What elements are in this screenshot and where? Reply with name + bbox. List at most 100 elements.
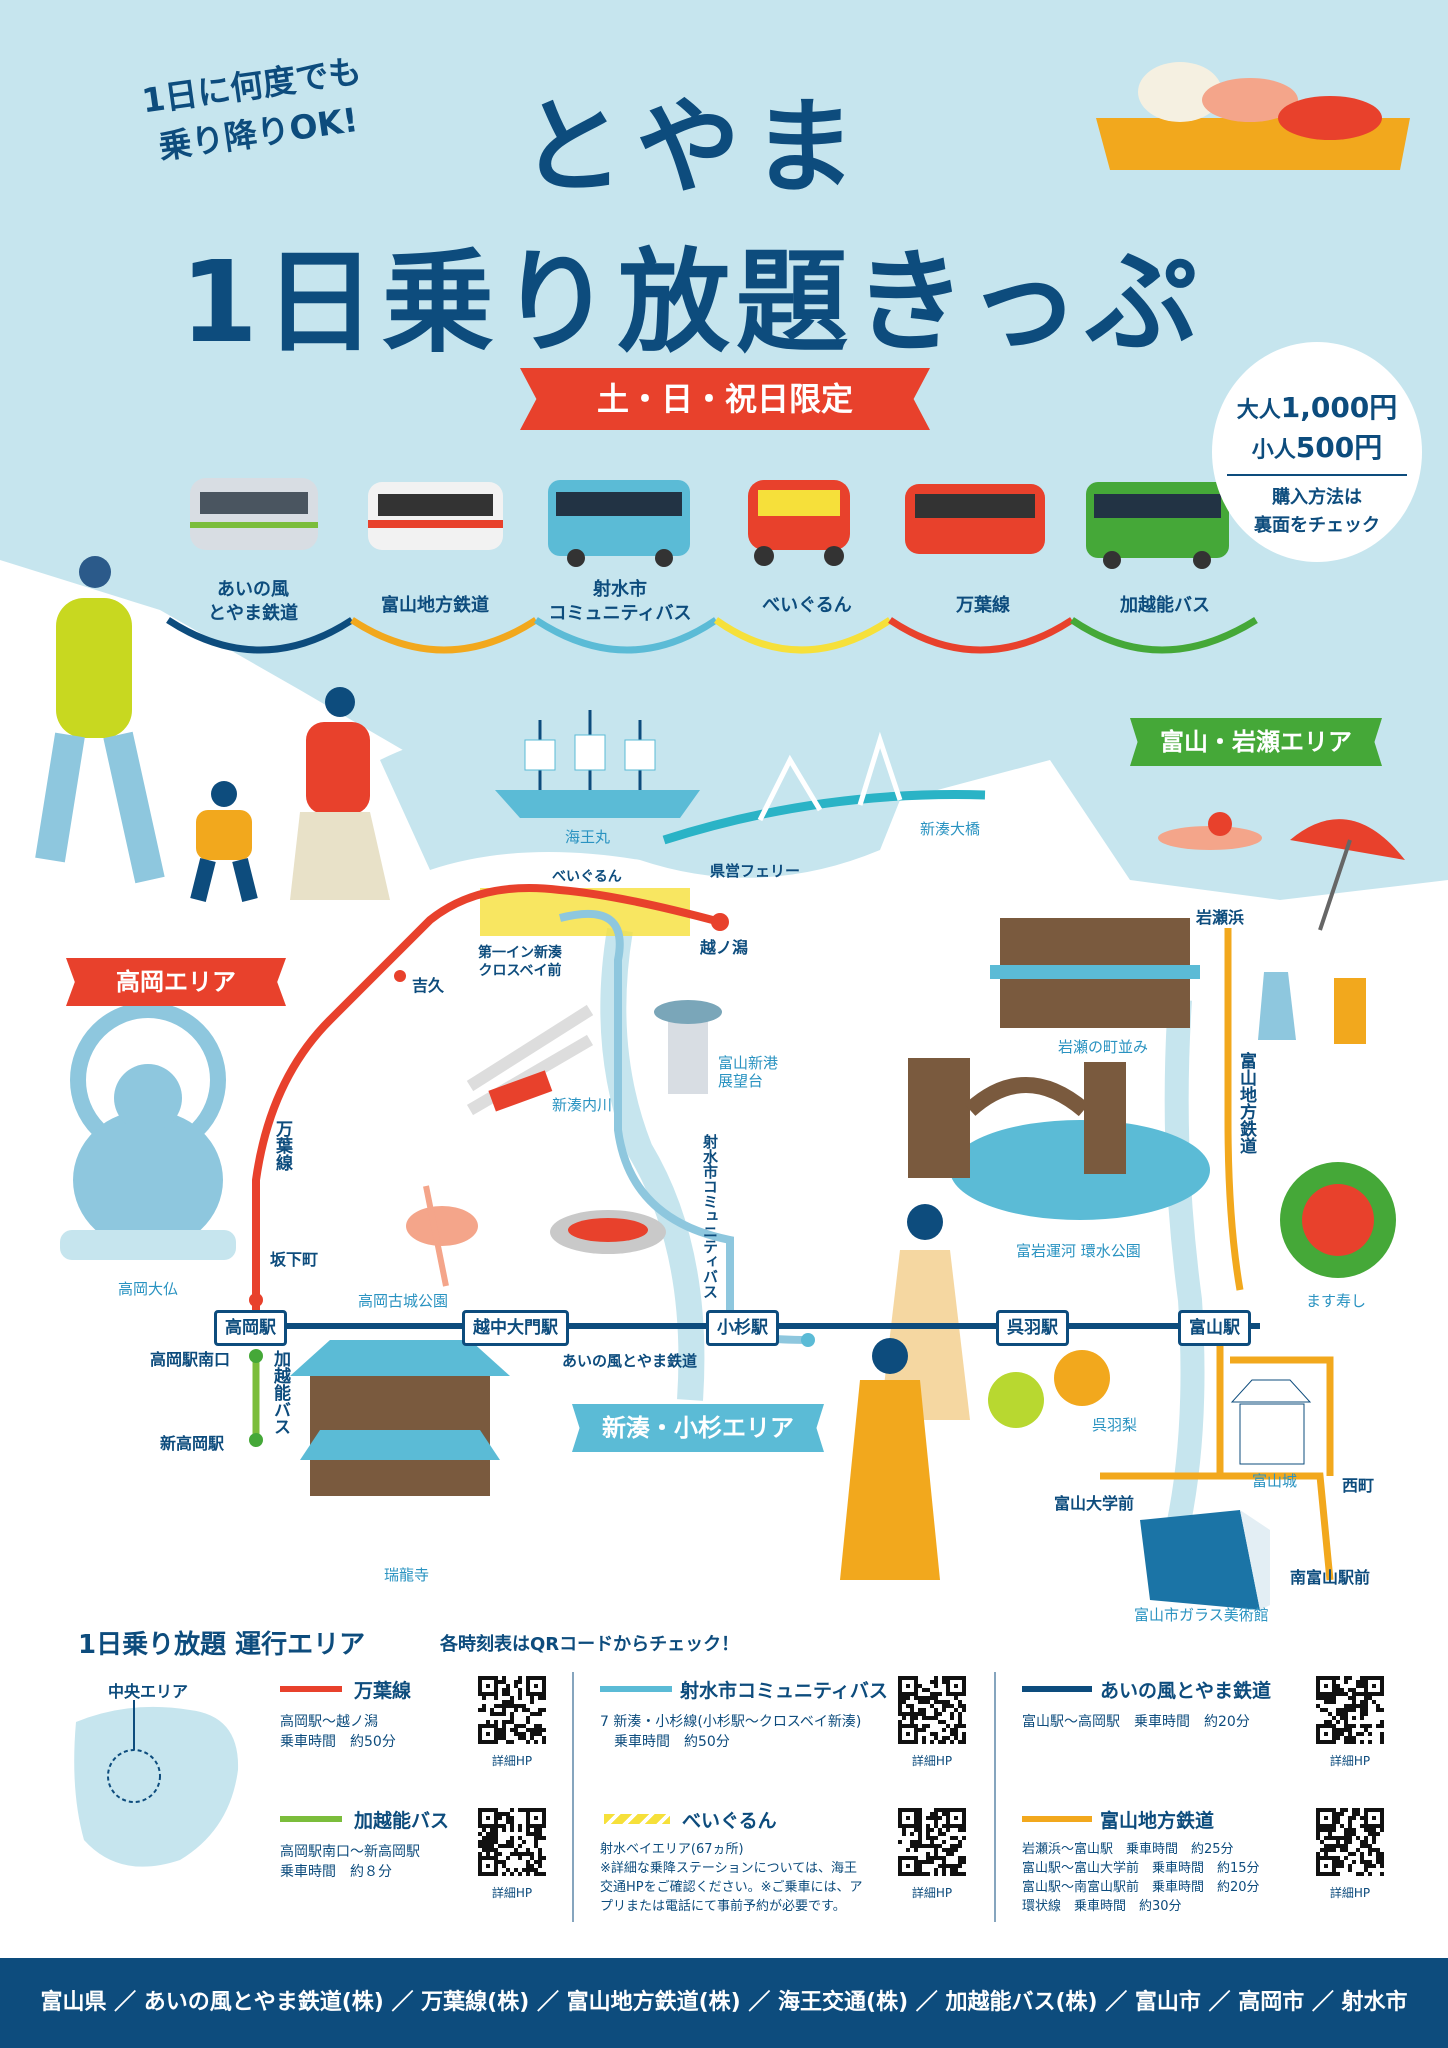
route-text-chitetsu: 岩瀬浜～富山駅 乗車時間 約25分 富山駅～富山大学前 乗車時間 約15分 富山…	[1022, 1842, 1260, 1914]
place-takaoka-kojo: 高岡古城公園	[358, 1292, 449, 1310]
area-banner-shinminato-kosugi: 新湊・小杉エリア	[572, 1404, 824, 1452]
price-adult: 大人1,000円	[1236, 391, 1398, 424]
route-name-imizu: 射水市コミュニティバス	[680, 1680, 888, 1702]
shinminato-bridge	[662, 731, 986, 845]
kimono-women-illustration	[840, 1204, 970, 1580]
qr-code-imizu[interactable]	[898, 1676, 966, 1744]
lighthouse-illustration	[654, 1000, 722, 1094]
info-background	[0, 1610, 1448, 1958]
central-area-label: 中央エリア	[108, 1682, 189, 1701]
vehicle-label-beigurun: べいぐるん	[762, 595, 852, 616]
legend-chitetsu-line	[1022, 1816, 1092, 1822]
legend-kaetsuno-line	[280, 1816, 342, 1822]
price-child: 小人500円	[1251, 431, 1383, 464]
station-takaoka: 高岡駅	[214, 1310, 287, 1346]
line-label-imizu-bus: 射水市コミュニティバス	[701, 1134, 719, 1299]
qr-caption-chitetsu[interactable]: 詳細HP	[1329, 1886, 1371, 1900]
family-illustration	[35, 556, 390, 902]
manyo-line	[252, 884, 722, 1326]
legend-manyo-line	[280, 1686, 342, 1692]
place-glass-museum: 富山市ガラス美術館	[1134, 1606, 1269, 1624]
label-shin-takaoka: 新高岡駅	[160, 1434, 225, 1453]
toyama-castle-illustration	[1230, 1379, 1312, 1465]
legend-beigurun-area	[604, 1814, 670, 1824]
route-name-ainokaze: あいの風とやま鉄道	[1100, 1680, 1272, 1702]
sushi-illustration	[1096, 62, 1410, 170]
qr-caption-beigurun[interactable]: 詳細HP	[911, 1886, 953, 1900]
label-beigurun: べいぐるん	[552, 869, 622, 885]
place-takaoka-daibutsu: 高岡大仏	[118, 1280, 179, 1298]
pear-illustration	[988, 1350, 1110, 1428]
info-divider-2	[994, 1672, 996, 1922]
place-fugan-canal: 富岩運河 環水公園	[1016, 1242, 1141, 1260]
harbor-illustration	[466, 1004, 594, 1116]
chitetsu-line	[1100, 928, 1334, 1581]
zuiryuji-illustration	[290, 1340, 510, 1496]
label-toyama-univ: 富山大学前	[1054, 1494, 1135, 1513]
area-banner-toyama-iwase: 富山・岩瀬エリア	[1130, 718, 1382, 766]
label-iwasehama: 岩瀬浜	[1196, 908, 1245, 927]
place-kaiomaru: 海王丸	[565, 828, 611, 846]
river	[600, 927, 705, 1401]
info-subtitle: 各時刻表はQRコードからチェック！	[440, 1634, 740, 1655]
qr-caption-ainokaze[interactable]: 詳細HP	[1329, 1754, 1371, 1768]
iwase-house-illustration	[990, 918, 1200, 1028]
kansui-towers	[908, 1058, 1126, 1178]
station-etchu-daimon: 越中大門駅	[462, 1310, 569, 1346]
station-toyama: 富山駅	[1178, 1310, 1251, 1346]
route-text-ainokaze: 富山駅～高岡駅 乗車時間 約20分	[1022, 1714, 1250, 1730]
route-name-manyo: 万葉線	[354, 1680, 412, 1702]
label-nishicho: 西町	[1342, 1476, 1375, 1495]
price-badge: 大人1,000円 小人500円 購入方法は裏面をチェック	[1212, 342, 1422, 562]
qr-caption-imizu[interactable]: 詳細HP	[911, 1754, 953, 1768]
qr-code-kaetsuno[interactable]	[478, 1808, 546, 1876]
qr-code-chitetsu[interactable]	[1316, 1808, 1384, 1876]
line-label-manyo: 万葉線	[272, 1120, 292, 1171]
tram-icon-manyo	[905, 484, 1045, 554]
qr-code-ainokaze[interactable]	[1316, 1676, 1384, 1744]
price-divider	[1227, 474, 1407, 476]
place-zuiryuji: 瑞龍寺	[384, 1566, 430, 1584]
route-text-beigurun: 射水ベイエリア(67ヵ所) ※詳細な乗降ステーションについては、海王 交通HPを…	[600, 1842, 863, 1914]
masuzushi-illustration	[1280, 1162, 1396, 1278]
tram-icon-chitetsu	[368, 482, 503, 550]
bus-icon-kaetsuno	[1086, 482, 1229, 569]
bus-icon-imizu	[548, 480, 690, 567]
label-crossbay: 第一イン新湊 クロスベイ前	[478, 945, 562, 979]
place-observatory: 富山新港 展望台	[718, 1054, 779, 1090]
qr-code-beigurun[interactable]	[898, 1808, 966, 1876]
place-toyama-castle: 富山城	[1252, 1472, 1298, 1490]
place-iwase-townscape: 岩瀬の町並み	[1058, 1038, 1149, 1056]
label-takaoka-minamiguchi: 高岡駅南口	[150, 1350, 231, 1369]
label-minami-toyama: 南富山駅前	[1290, 1568, 1371, 1587]
line-label-kaetsuno: 加越能バス	[270, 1350, 290, 1435]
limited-days-ribbon: 土・日・祝日限定	[520, 368, 930, 430]
qr-code-manyo[interactable]	[478, 1676, 546, 1744]
line-label-chitetsu: 富山地方鉄道	[1236, 1052, 1256, 1154]
line-label-ainokaze: あいの風とやま鉄道	[562, 1352, 698, 1370]
place-kureha-pear: 呉羽梨	[1092, 1416, 1138, 1434]
route-text-imizu: 7 新湊・小杉線(小杉駅～クロスベイ新湊) 乗車時間 約50分	[600, 1714, 862, 1750]
tuktuk-icon-beigurun	[748, 480, 850, 566]
swimmer-illustration	[1158, 812, 1262, 850]
qr-caption-kaetsuno[interactable]: 詳細HP	[491, 1886, 533, 1900]
daibutsu-illustration	[60, 1002, 236, 1260]
qr-caption-manyo[interactable]: 詳細HP	[491, 1754, 533, 1768]
label-yoshihisa: 吉久	[412, 976, 445, 995]
vehicle-label-ainokaze: あいの風 とやま鉄道	[208, 579, 298, 624]
route-name-kaetsuno: 加越能バス	[354, 1810, 450, 1832]
glass-museum-illustration	[1140, 1510, 1270, 1610]
purchase-note: 購入方法は裏面をチェック	[1254, 487, 1380, 536]
kansui-park-pond	[950, 1120, 1210, 1220]
drinks-illustration	[1258, 972, 1366, 1044]
parasol-illustration	[1290, 819, 1405, 931]
route-name-chitetsu: 富山地方鉄道	[1100, 1810, 1215, 1832]
flamingo-illustration	[406, 1185, 478, 1287]
route-text-manyo: 高岡駅～越ノ潟 乗車時間 約50分	[280, 1714, 396, 1750]
info-divider-1	[572, 1672, 574, 1922]
info-title: 1日乗り放題 運行エリア	[78, 1630, 366, 1660]
station-kosugi: 小杉駅	[706, 1310, 779, 1346]
route-name-beigurun: べいぐるん	[682, 1810, 777, 1832]
label-ferry: 県営フェリー	[710, 862, 801, 880]
